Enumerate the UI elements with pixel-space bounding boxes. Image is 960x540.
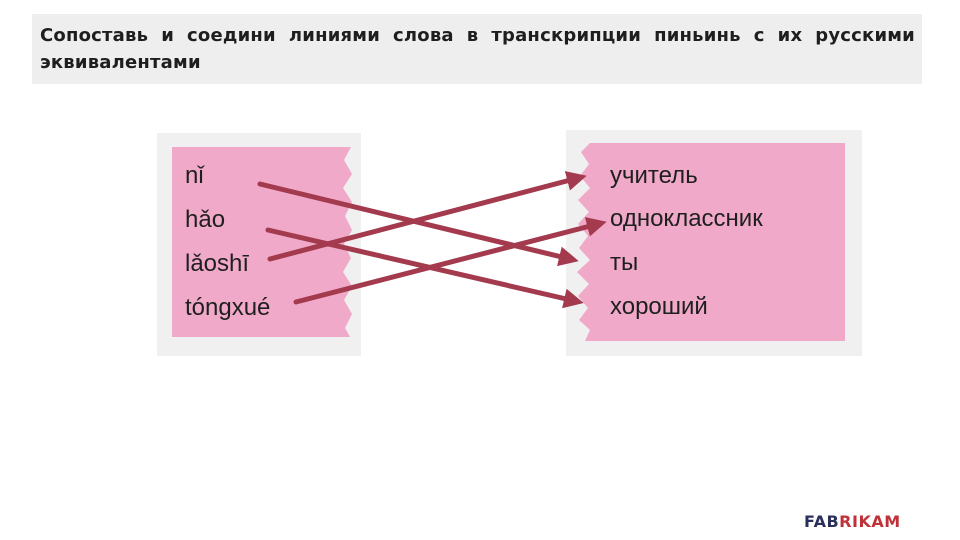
brand-part-fab: FAB [804, 512, 840, 531]
task-band [32, 14, 922, 84]
task-instruction: Сопоставь и соедини линиями слова в тран… [40, 25, 915, 73]
brand-part-rikam: RIKAM [839, 512, 901, 531]
pinyin-word-hao: hǎo [185, 206, 226, 233]
russian-word-ty: ты [610, 249, 639, 276]
russian-word-khoroshiy: хороший [610, 293, 708, 320]
pinyin-word-laoshi: lǎoshī [185, 250, 250, 277]
right-pink-panel [577, 143, 845, 341]
russian-word-uchitel: учитель [610, 162, 698, 189]
russian-word-odnoklassnik: одноклассник [610, 205, 763, 232]
pinyin-word-ni: nǐ [185, 162, 204, 189]
arrow-laoshi-to-uchitel [267, 171, 587, 262]
arrow-hao-to-khoroshiy [265, 227, 584, 309]
pinyin-word-tongxue: tóngxué [185, 294, 271, 321]
fabrikam-logo: FABRIKAM [804, 512, 901, 531]
arrow-tongxue-to-odnoklassnik [293, 217, 607, 305]
